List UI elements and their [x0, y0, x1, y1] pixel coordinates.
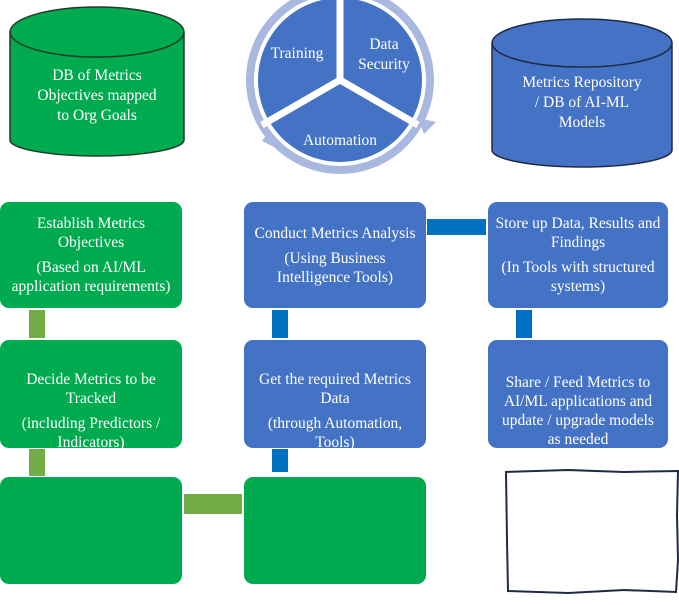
- step-establish-objectives: Establish Metrics Objectives (Based on A…: [0, 202, 182, 308]
- step-share-feed: Share / Feed Metrics to AI/ML applicatio…: [488, 340, 668, 448]
- connector-store-share: [516, 310, 532, 338]
- step-detail: (through Automation, Tools): [267, 415, 403, 448]
- step-store-results: Store up Data, Results and Findings (In …: [488, 202, 668, 308]
- db-left-label: DB of Metrics Objectives mapped to Org G…: [37, 67, 157, 124]
- step-title: Conduct Metrics Analysis: [254, 224, 416, 242]
- empty-green-box-1: [0, 477, 182, 584]
- cycle-label-training: Training: [270, 45, 324, 62]
- connector-row3-horizontal: [184, 494, 242, 514]
- step-title: Store up Data, Results and Findings: [495, 215, 661, 251]
- step-title: Share / Feed Metrics to AI/ML applicatio…: [502, 374, 654, 448]
- connector-establish-decide: [29, 310, 45, 338]
- connector-decide-row3: [29, 449, 45, 476]
- step-title: Decide Metrics to be Tracked: [26, 371, 156, 407]
- db-cylinder-left: [9, 6, 185, 157]
- step-decide-metrics: Decide Metrics to be Tracked (including …: [0, 340, 182, 448]
- empty-placeholder-box: [504, 468, 679, 595]
- cycle-label-data-security: Data Security: [358, 36, 410, 73]
- step-detail: (Using Business Intelligence Tools): [276, 249, 394, 286]
- step-conduct-analysis: Conduct Metrics Analysis (Using Business…: [244, 202, 426, 308]
- step-get-data: Get the required Metrics Data (through A…: [244, 340, 426, 448]
- db-right-label: Metrics Repository / DB of AI-ML Models: [522, 74, 642, 131]
- step-detail: (Based on AI/ML application requirements…: [11, 259, 171, 295]
- connector-analysis-getdata: [272, 310, 288, 338]
- step-detail: (In Tools with structured systems): [501, 259, 655, 295]
- connector-analysis-store: [427, 219, 486, 235]
- cycle-arrow-icon: [262, 130, 276, 148]
- empty-green-box-2: [244, 477, 426, 584]
- db-cylinder-right: [491, 18, 673, 168]
- cycle-segment-automation: [269, 80, 411, 162]
- step-detail: (including Predictors / Indicators): [21, 415, 161, 448]
- cycle-diagram: [246, 0, 436, 174]
- step-title: Get the required Metrics Data: [259, 371, 411, 407]
- connector-getdata-row3: [272, 449, 288, 472]
- cycle-label-automation: Automation: [302, 132, 378, 149]
- step-title: Establish Metrics Objectives: [36, 215, 146, 251]
- cycle-arrow-icon: [418, 118, 436, 134]
